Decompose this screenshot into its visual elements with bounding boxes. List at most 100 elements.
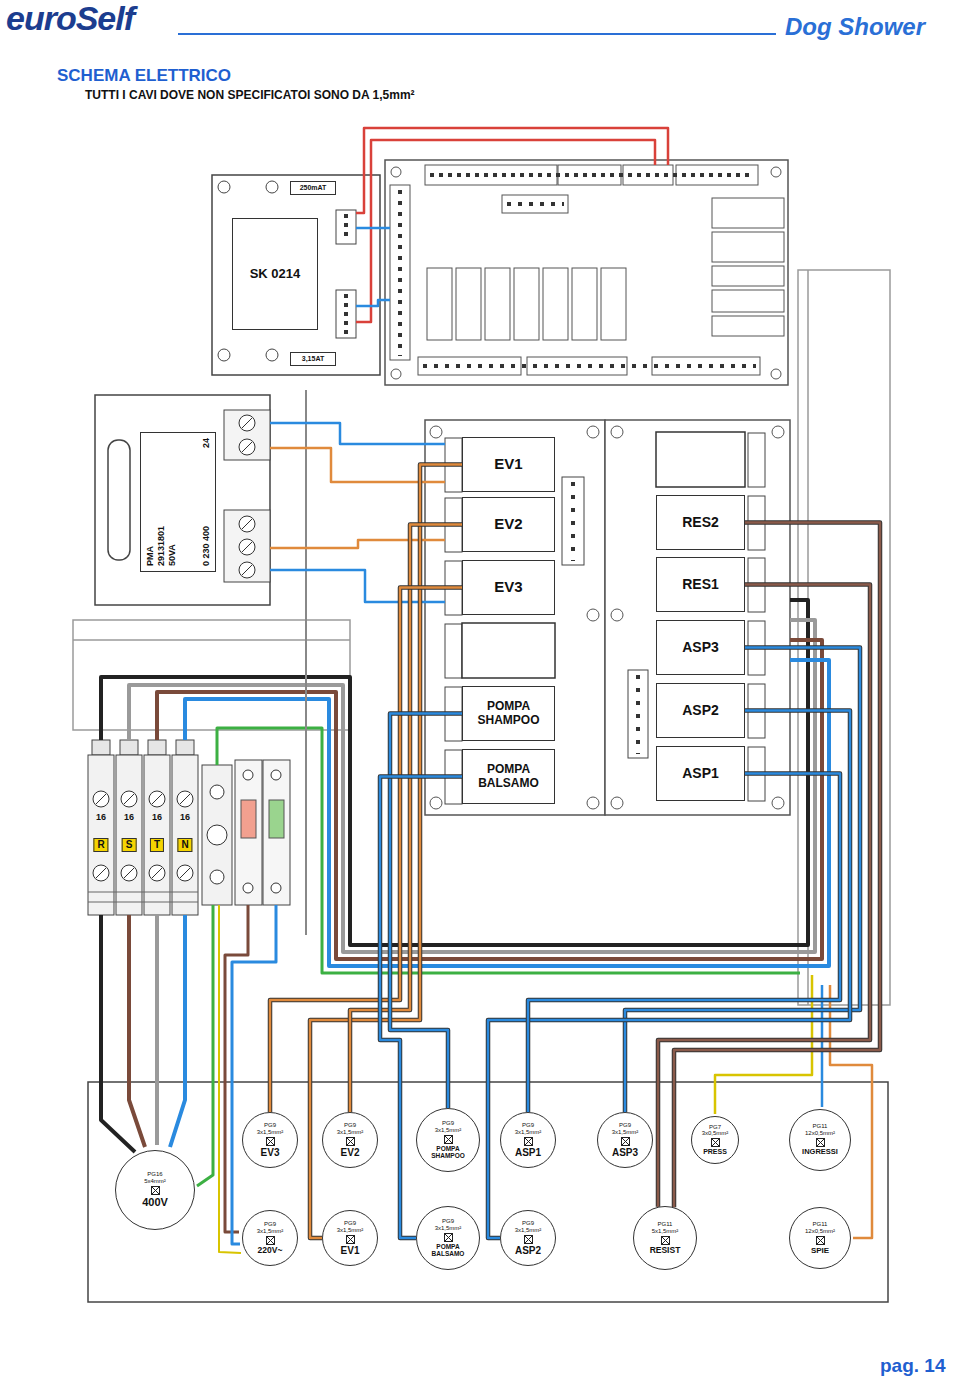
- power-terminal-part: [121, 865, 137, 881]
- gland-symbol-box: [444, 1135, 452, 1143]
- header-rule-part: [178, 33, 776, 35]
- transformer-pma: [95, 395, 270, 605]
- gland-symbol-cross: [444, 1233, 452, 1241]
- wire-core: [625, 648, 860, 1113]
- relay-board-part: [587, 797, 599, 809]
- control-board-part: [385, 160, 788, 385]
- gland-symbol: [346, 1235, 355, 1244]
- relay-box: RES2: [656, 495, 745, 550]
- wire-connector: [270, 588, 462, 1113]
- transformer-sk-part: [266, 181, 278, 193]
- gland-symbol-box: [346, 1235, 354, 1243]
- signal-wire: [270, 128, 872, 1238]
- relay-board-part: [571, 482, 575, 561]
- wire-sheath: [528, 774, 840, 1113]
- gland-spec: PG9: [344, 1122, 356, 1129]
- cable-gland: PG93x1,5mm²ASP1: [500, 1112, 556, 1168]
- control-board-part: [425, 165, 557, 185]
- relay-label: ASP3: [682, 640, 719, 655]
- gland-spec: PG7: [709, 1124, 721, 1131]
- terminal-rating: 16: [180, 812, 190, 823]
- cable-gland: PG93x1,5mm²ASP2: [500, 1210, 556, 1266]
- power-wire-part: [217, 728, 800, 973]
- gland-symbol-cross: [621, 1137, 629, 1145]
- circuit-breaker: [235, 760, 290, 905]
- control-board-part: [502, 195, 568, 213]
- power-terminal: [88, 740, 198, 915]
- transformer-pma-part: [239, 539, 255, 555]
- gland-symbol-cross: [524, 1137, 532, 1145]
- relay-board-part: [425, 420, 605, 815]
- gland-symbol: [711, 1138, 720, 1147]
- power-terminal-part: [176, 740, 194, 755]
- cable-gland: PG115x1,5mm²RESIST: [633, 1206, 697, 1270]
- relay-board-part: [772, 426, 784, 438]
- header-rule: [178, 34, 776, 35]
- power-terminal-part: [96, 868, 106, 878]
- relay-board-part: [748, 433, 765, 487]
- relay-label: ASP1: [682, 766, 719, 781]
- wiring-note: TUTTI I CAVI DOVE NON SPECIFICATOI SONO …: [85, 88, 415, 102]
- gland-symbol-cross: [151, 1187, 159, 1195]
- power-terminal-part: [121, 791, 137, 807]
- gland-spec: PG9: [264, 1122, 276, 1129]
- relay-label: ASP2: [682, 703, 719, 718]
- wire-connector: [350, 525, 462, 1113]
- relay-box: ASP2: [656, 683, 745, 738]
- signal-wire-part: [270, 423, 445, 444]
- ground-terminal-part: [207, 825, 227, 845]
- transformer-rating: PMA 29131801 50VA: [145, 510, 178, 566]
- gland-spec: 12x0,5mm²: [805, 1228, 835, 1235]
- page-title: SCHEMA ELETTRICO: [57, 66, 231, 86]
- control-board-part: [485, 268, 510, 340]
- gland-symbol-box: [621, 1137, 629, 1145]
- gland-symbol-box: [346, 1137, 354, 1145]
- control-board-part: [712, 316, 784, 336]
- power-terminal-part: [96, 794, 106, 804]
- gland-symbol-cross: [524, 1235, 532, 1243]
- cable-gland: PG93x1,5mm²EV2: [322, 1112, 378, 1168]
- gland-name: ASP3: [612, 1147, 638, 1159]
- transformer-sk-part: [266, 349, 278, 361]
- control-board: [385, 160, 788, 385]
- transformer-pma-part: [224, 410, 270, 460]
- power-wire-part: [155, 915, 159, 1145]
- transformer-pma-part: [242, 442, 252, 452]
- gland-spec: PG9: [344, 1220, 356, 1227]
- relay-board-part: [587, 609, 599, 621]
- ground-terminal-part: [210, 785, 224, 799]
- relay-board-part: [611, 426, 623, 438]
- relay-board-part: [462, 623, 555, 678]
- control-board-part: [771, 167, 781, 177]
- power-terminal-part: [92, 740, 110, 755]
- control-board-part: [398, 190, 402, 356]
- gland-symbol: [444, 1135, 453, 1144]
- transformer-pma-part: [239, 562, 255, 578]
- relay-board-part: [611, 797, 623, 809]
- gland-name: EV1: [341, 1245, 360, 1257]
- control-board-part: [390, 185, 410, 360]
- control-board-part: [712, 232, 784, 262]
- relay-box: EV2: [462, 497, 555, 552]
- gland-symbol-cross: [621, 1137, 629, 1145]
- gland-symbol: [816, 1138, 825, 1147]
- gland-symbol-box: [266, 1137, 274, 1145]
- transformer-pma-part: [239, 516, 255, 532]
- wire-core: [350, 525, 462, 1113]
- cable-gland: PG93x1,5mm²220V~: [242, 1210, 298, 1266]
- gland-spec: PG11: [813, 1221, 828, 1228]
- transformer-pma-part: [239, 415, 255, 431]
- transformer-core: SK 0214: [232, 218, 318, 330]
- control-board-part: [391, 167, 401, 177]
- control-board-part: [507, 202, 564, 206]
- control-board-part: [423, 364, 756, 368]
- gland-symbol: [151, 1186, 160, 1195]
- power-wire-part: [157, 640, 822, 959]
- circuit-breaker-part: [241, 800, 256, 838]
- ground-terminal: [202, 765, 232, 905]
- wire-sheath: [270, 588, 462, 1113]
- relay-label: EV2: [494, 516, 522, 533]
- circuit-breaker-part: [271, 770, 281, 780]
- transformer-sk-part: [212, 175, 380, 375]
